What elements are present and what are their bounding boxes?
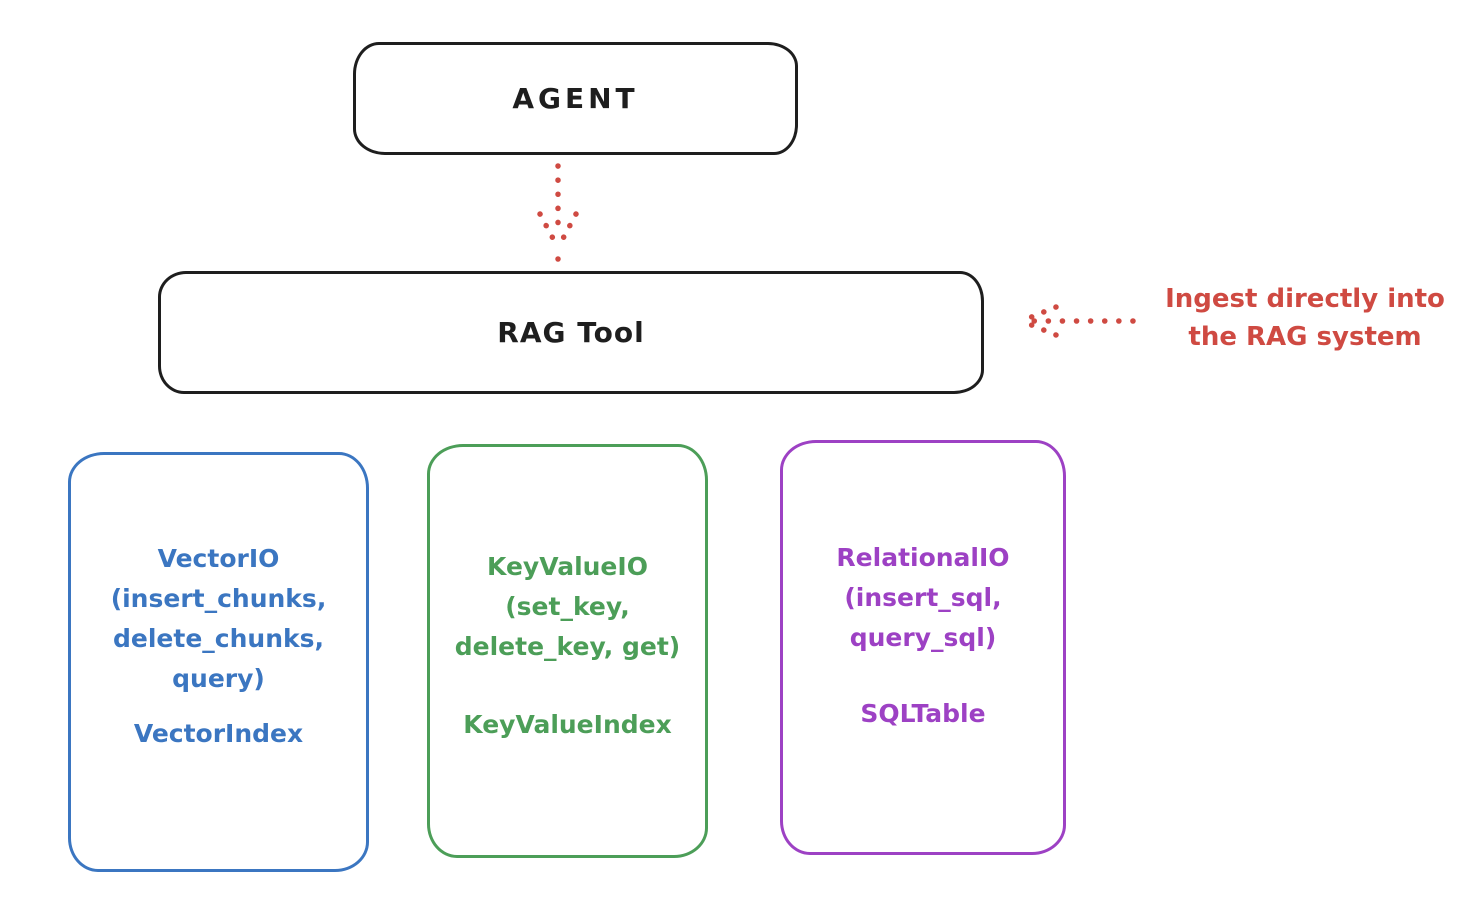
- vector-io-method-line: delete_chunks,: [113, 624, 324, 653]
- dotted-arrow-left-icon: [1012, 300, 1140, 346]
- relational-io-box: RelationalIO (insert_sql, query_sql) SQL…: [780, 440, 1066, 855]
- vector-io-method-line: (insert_chunks,: [110, 584, 327, 613]
- ingest-annotation-line2: the RAG system: [1188, 322, 1422, 352]
- rag-tool-box: RAG Tool: [158, 271, 984, 394]
- vector-index-label: VectorIndex: [133, 719, 304, 748]
- ingest-annotation-line1: Ingest directly into: [1165, 284, 1445, 314]
- keyvalue-io-method-line: delete_key, get): [454, 632, 681, 661]
- keyvalue-index-label: KeyValueIndex: [463, 710, 672, 739]
- vector-io-box: VectorIO (insert_chunks, delete_chunks, …: [68, 452, 369, 872]
- dotted-arrow-down-icon: [527, 160, 589, 270]
- ingest-annotation: Ingest directly into the RAG system: [1138, 280, 1472, 356]
- agent-label: AGENT: [512, 82, 639, 115]
- relational-io-method-line: (insert_sql,: [844, 583, 1002, 612]
- keyvalue-io-box: KeyValueIO (set_key, delete_key, get) Ke…: [427, 444, 708, 858]
- rag-tool-label: RAG Tool: [497, 316, 645, 349]
- keyvalue-io-title: KeyValueIO: [487, 552, 648, 581]
- vector-io-method-line: query): [172, 664, 265, 693]
- agent-box: AGENT: [353, 42, 798, 155]
- keyvalue-io-method-line: (set_key,: [505, 592, 630, 621]
- sql-table-label: SQLTable: [860, 699, 986, 728]
- vector-io-title: VectorIO: [157, 544, 280, 573]
- relational-io-title: RelationalIO: [836, 543, 1010, 572]
- relational-io-method-line: query_sql): [849, 623, 997, 652]
